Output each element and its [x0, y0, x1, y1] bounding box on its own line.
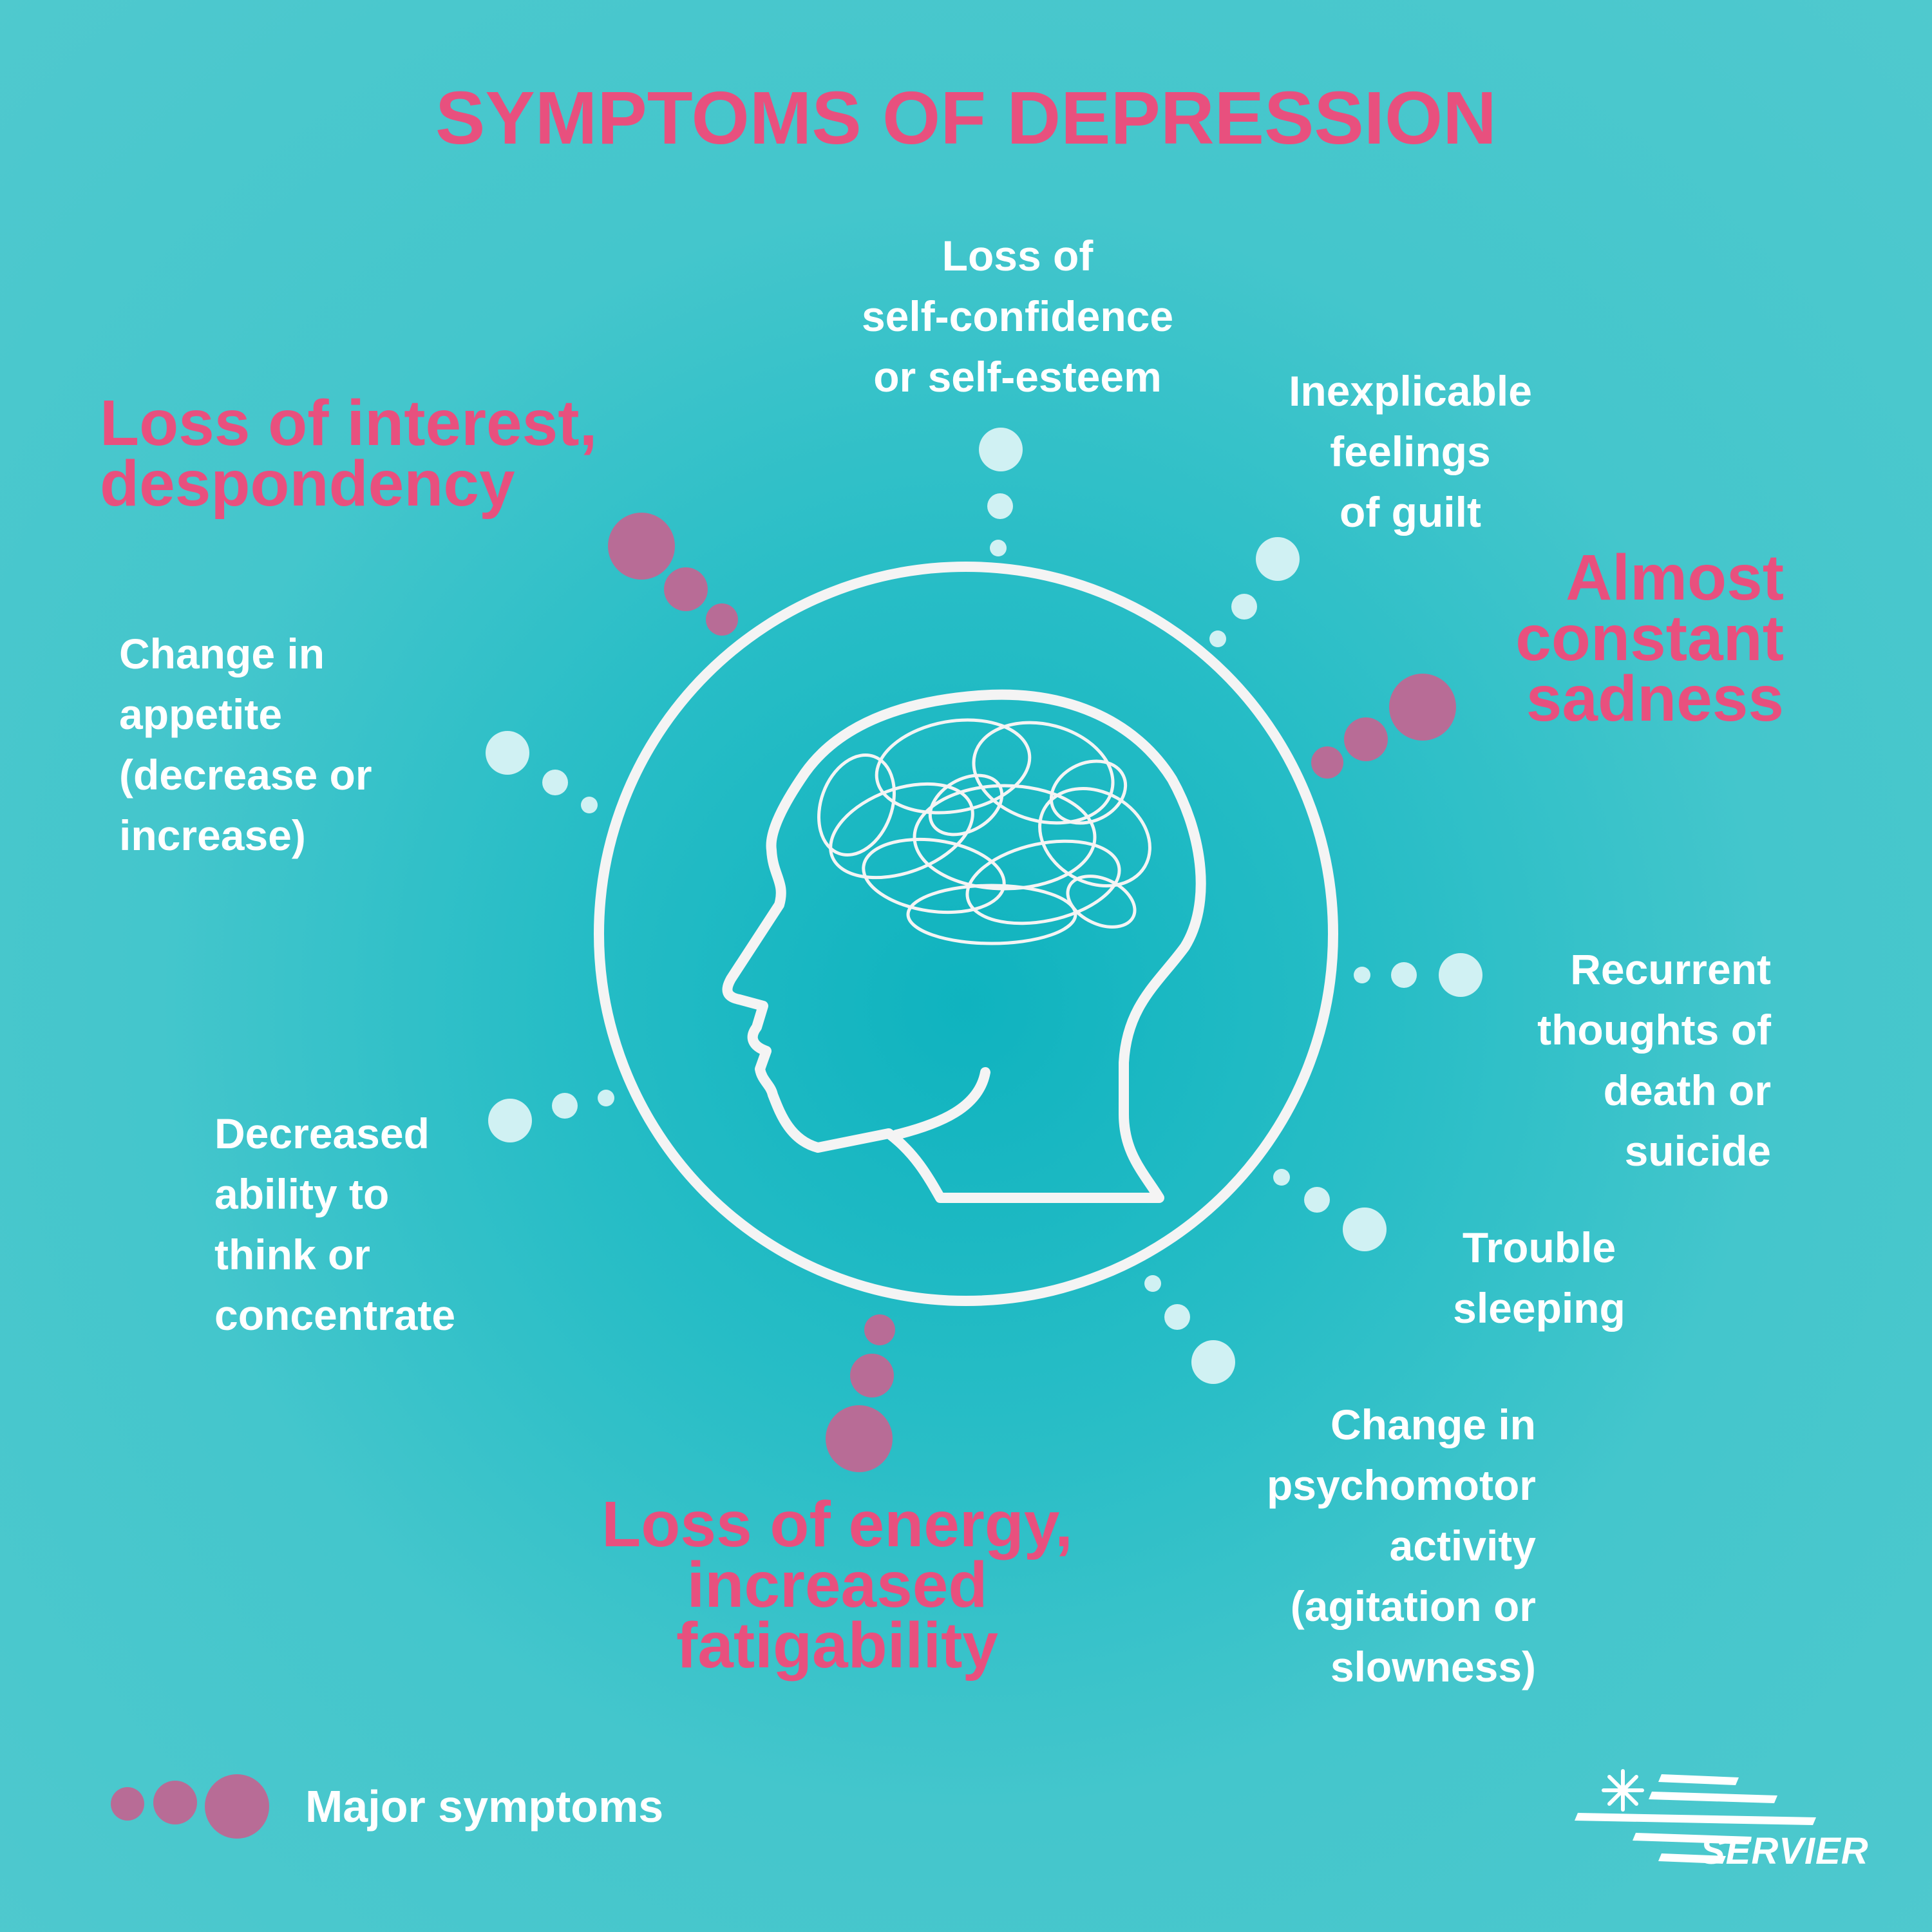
major-symptom-loss-of-interest: Loss of interest, despondency — [100, 387, 598, 520]
major-dot — [706, 603, 738, 636]
symptom-dot — [1164, 1304, 1190, 1330]
major-dot — [664, 567, 708, 611]
legend-dot-small — [111, 1787, 144, 1821]
major-symptom-loss-of-energy: Loss of energy, increased fatigability — [601, 1488, 1073, 1681]
symptom-dot — [1144, 1275, 1161, 1292]
major-dot — [608, 513, 675, 580]
symptom-dot — [1439, 953, 1482, 997]
symptom-dot — [581, 797, 598, 813]
symptom-dot — [598, 1090, 614, 1106]
neck-curve — [891, 1067, 990, 1140]
symptom-trouble-sleeping: Trouble sleeping — [1453, 1224, 1625, 1332]
symptom-dot — [488, 1099, 532, 1142]
tangled-thoughts — [817, 718, 1151, 945]
major-dot — [1311, 746, 1343, 779]
symptom-dot — [1209, 630, 1226, 647]
symptom-dot — [979, 428, 1023, 471]
legend-dot-large — [205, 1774, 269, 1839]
symptom-dot — [1391, 962, 1417, 988]
brand-name: SERVIER — [1700, 1830, 1869, 1872]
symptom-dot — [486, 731, 529, 775]
major-dot — [850, 1354, 894, 1397]
major-dot — [864, 1314, 895, 1345]
symptom-dot — [1231, 594, 1257, 620]
symptom-dot — [990, 540, 1007, 556]
symptom-dot — [1256, 537, 1300, 581]
page-title: SYMPTOMS OF DEPRESSION — [435, 76, 1497, 160]
symptom-decreased-ability-to-concentrate: Decreased ability to think or concentrat… — [214, 1110, 456, 1339]
major-symptom-constant-sadness: Almost constant sadness — [1515, 542, 1784, 735]
symptom-change-in-appetite: Change in appetite (decrease or increase… — [119, 630, 372, 859]
symptom-dot — [1304, 1187, 1330, 1213]
symptom-dot — [1354, 967, 1370, 983]
head-outline — [722, 689, 1206, 1203]
symptom-dot — [1191, 1340, 1235, 1384]
symptom-dot — [1273, 1169, 1290, 1186]
legend-label: Major symptoms — [305, 1781, 664, 1832]
symptom-change-in-psychomotor-activity: Change in psychomotor activity (agitatio… — [1266, 1401, 1536, 1690]
symptom-dot — [542, 770, 568, 795]
symptom-dot — [987, 493, 1013, 519]
center-circle — [594, 562, 1338, 1306]
major-dot — [826, 1405, 893, 1472]
symptom-feelings-of-guilt: Inexplicable feelings of guilt — [1289, 367, 1532, 536]
legend-dot-medium — [153, 1781, 197, 1824]
major-dot — [1344, 717, 1388, 761]
symptom-loss-of-self-confidence: Loss of self-confidence or self-esteem — [861, 232, 1174, 401]
symptom-recurrent-thoughts-of-death: Recurrent thoughts of death or suicide — [1537, 945, 1771, 1175]
symptom-dot — [1343, 1208, 1387, 1251]
symptom-dot — [552, 1093, 578, 1119]
major-dot — [1389, 674, 1456, 741]
